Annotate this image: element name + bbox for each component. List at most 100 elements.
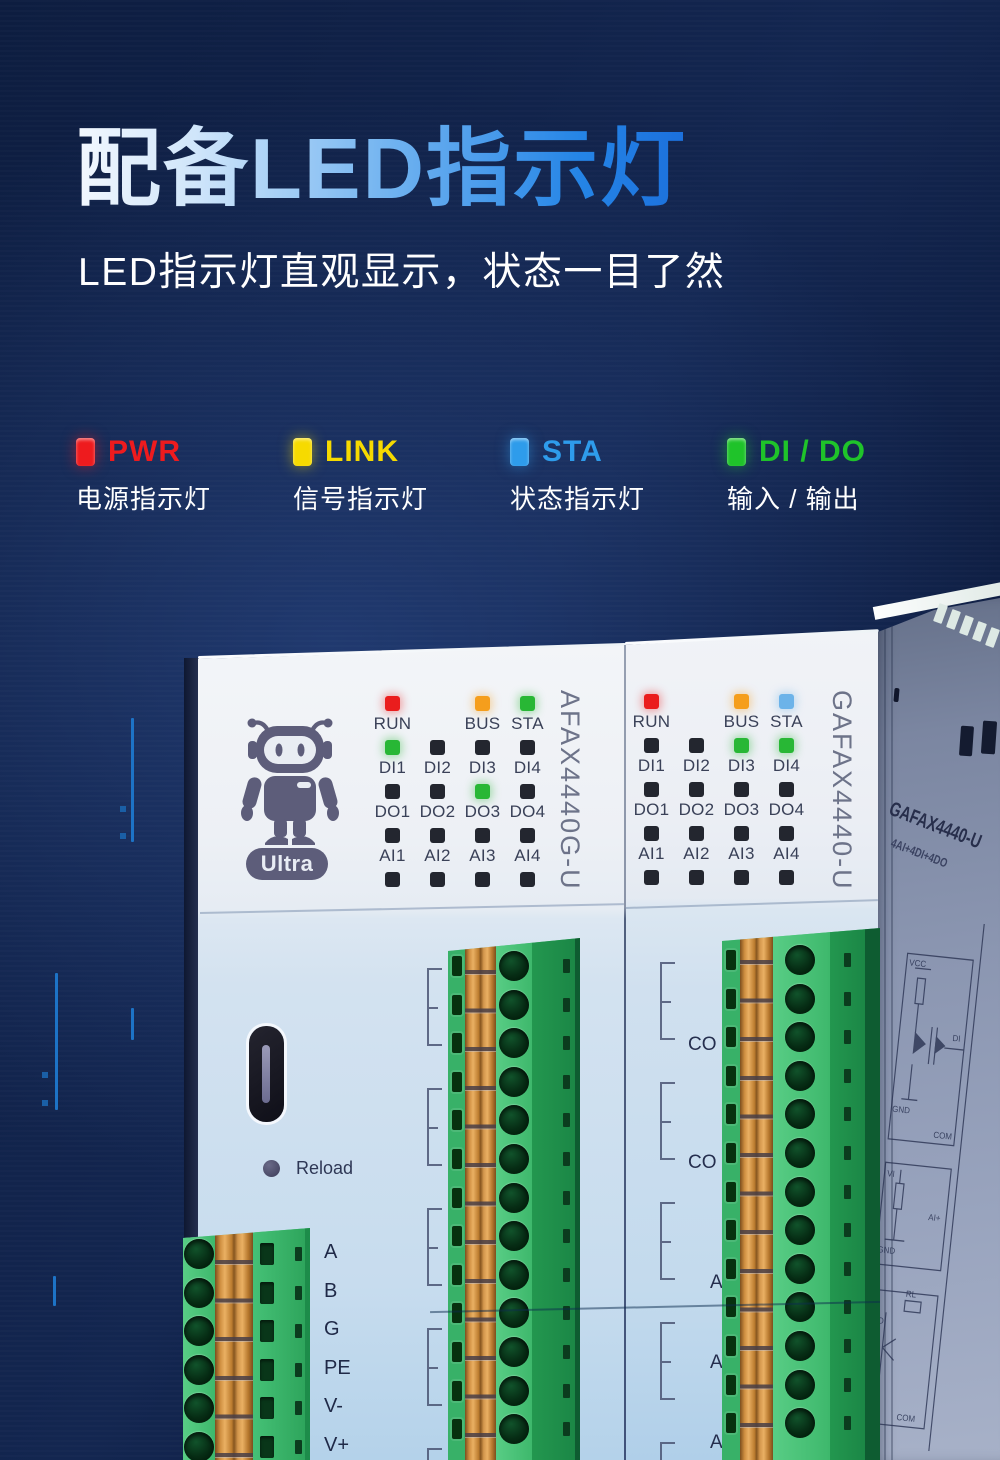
led-di3: DI3 xyxy=(719,738,764,782)
reload-label: Reload xyxy=(296,1158,354,1178)
terminal-slot xyxy=(260,1436,274,1458)
terminal-hole xyxy=(184,1316,214,1347)
led-label: DO4 xyxy=(509,802,546,821)
terminal-hole xyxy=(499,1144,529,1174)
side-vent xyxy=(980,720,998,755)
terminal-mini xyxy=(844,953,851,967)
terminal-hole xyxy=(499,951,529,981)
led-do3: DO3 xyxy=(460,784,505,828)
led-ai2: AI2 xyxy=(674,826,719,870)
side-port-dash xyxy=(893,687,900,703)
led-label: DI2 xyxy=(682,756,711,775)
led-label: DO4 xyxy=(768,800,805,819)
led-label: AI2 xyxy=(683,844,710,863)
legend-label: LINK xyxy=(325,435,399,468)
wiring-group-bracket xyxy=(660,1322,675,1400)
decor-dot xyxy=(42,1100,48,1106)
terminal-mini xyxy=(844,1146,851,1160)
led-label: BUS xyxy=(723,712,760,731)
led-di2: DI2 xyxy=(674,738,719,782)
led-dot xyxy=(520,872,535,887)
svg-text:GND: GND xyxy=(892,1103,911,1115)
terminal-column xyxy=(305,1228,310,1460)
led-label: AI3 xyxy=(469,846,496,865)
terminal-mini xyxy=(844,1261,851,1276)
led-label: AI3 xyxy=(728,844,755,863)
terminal-slot xyxy=(260,1397,274,1420)
svg-text:GND: GND xyxy=(877,1244,896,1256)
terminal-sslot xyxy=(726,1181,736,1202)
wiring-group-bracket xyxy=(660,1082,675,1160)
terminal-mini xyxy=(563,1113,570,1128)
terminal-sslot xyxy=(452,1071,462,1092)
terminal-hole xyxy=(184,1393,214,1424)
side-spec-label: 4AI+4DI+4DO xyxy=(888,836,950,871)
led-dot xyxy=(779,870,794,885)
led-label: AI4 xyxy=(514,846,541,865)
terminal-block-bottom-left xyxy=(183,1228,310,1460)
legend-desc: 信号指示灯 xyxy=(293,484,429,514)
terminal-slot xyxy=(260,1243,274,1265)
terminal-sslot xyxy=(726,1143,736,1163)
terminal-pin-label: B xyxy=(324,1279,338,1302)
led-label: DO2 xyxy=(678,800,715,819)
led-label: DI3 xyxy=(727,756,756,775)
terminal-sslot xyxy=(726,1374,736,1395)
led-row xyxy=(370,872,550,916)
wiring-group-bracket xyxy=(660,1202,675,1280)
led-di4: DI4 xyxy=(764,738,809,782)
terminal-mini xyxy=(844,1030,851,1045)
led-dot xyxy=(430,740,445,755)
terminal-mini xyxy=(844,991,851,1006)
led-label: BUS xyxy=(464,714,501,733)
pwr-led-swatch xyxy=(76,438,95,466)
terminal-hole xyxy=(499,1066,529,1097)
page-title: 配备LED指示灯 xyxy=(76,100,687,223)
side-panel: GAFAX4440-U 4AI+4DI+4DO xyxy=(878,598,1000,1460)
terminal-hole xyxy=(184,1239,214,1269)
terminal-hole xyxy=(785,945,815,975)
led-indicator xyxy=(674,870,719,914)
terminal-sslot xyxy=(726,988,736,1009)
ultra-brand-badge: Ultra xyxy=(246,848,328,880)
svg-text:COM: COM xyxy=(896,1412,916,1424)
terminal-hole xyxy=(785,1138,815,1168)
terminal-hole xyxy=(184,1432,214,1460)
terminal-mini xyxy=(844,1107,851,1122)
terminal-sslot xyxy=(452,1303,462,1324)
terminal-mini xyxy=(844,1416,851,1431)
led-dot xyxy=(385,696,400,711)
legend-label: DI / DO xyxy=(759,435,867,468)
terminal-mini xyxy=(563,1036,570,1051)
led-sta: STA xyxy=(764,694,809,738)
led-dot xyxy=(520,740,535,755)
terminal-column xyxy=(773,928,830,1460)
terminal-column xyxy=(575,938,580,1460)
led-dot xyxy=(520,784,535,799)
terminal-hole xyxy=(184,1354,214,1385)
led-dot xyxy=(734,738,749,753)
wiring-group-bracket xyxy=(427,1088,442,1166)
terminal-mini xyxy=(563,959,570,973)
svg-text:RL: RL xyxy=(905,1288,917,1300)
terminal-block-left-module xyxy=(448,938,580,1460)
led-ai2: AI2 xyxy=(415,828,460,872)
terminal-mini xyxy=(295,1247,302,1261)
terminal-sslot xyxy=(726,1104,736,1125)
legend-desc: 状态指示灯 xyxy=(510,484,646,514)
dido-led-swatch xyxy=(727,438,746,466)
terminal-sslot xyxy=(452,1226,462,1247)
terminal-mini xyxy=(563,1345,570,1359)
led-dot xyxy=(385,784,400,799)
terminal-mini xyxy=(844,1223,851,1238)
wiring-group-bracket xyxy=(660,962,675,1040)
terminal-column xyxy=(448,938,465,1460)
led-dot xyxy=(475,740,490,755)
led-di3: DI3 xyxy=(460,740,505,784)
led-label: DI1 xyxy=(378,758,407,777)
svg-text:COM: COM xyxy=(933,1129,953,1141)
group-label-partial: A xyxy=(710,1272,723,1293)
